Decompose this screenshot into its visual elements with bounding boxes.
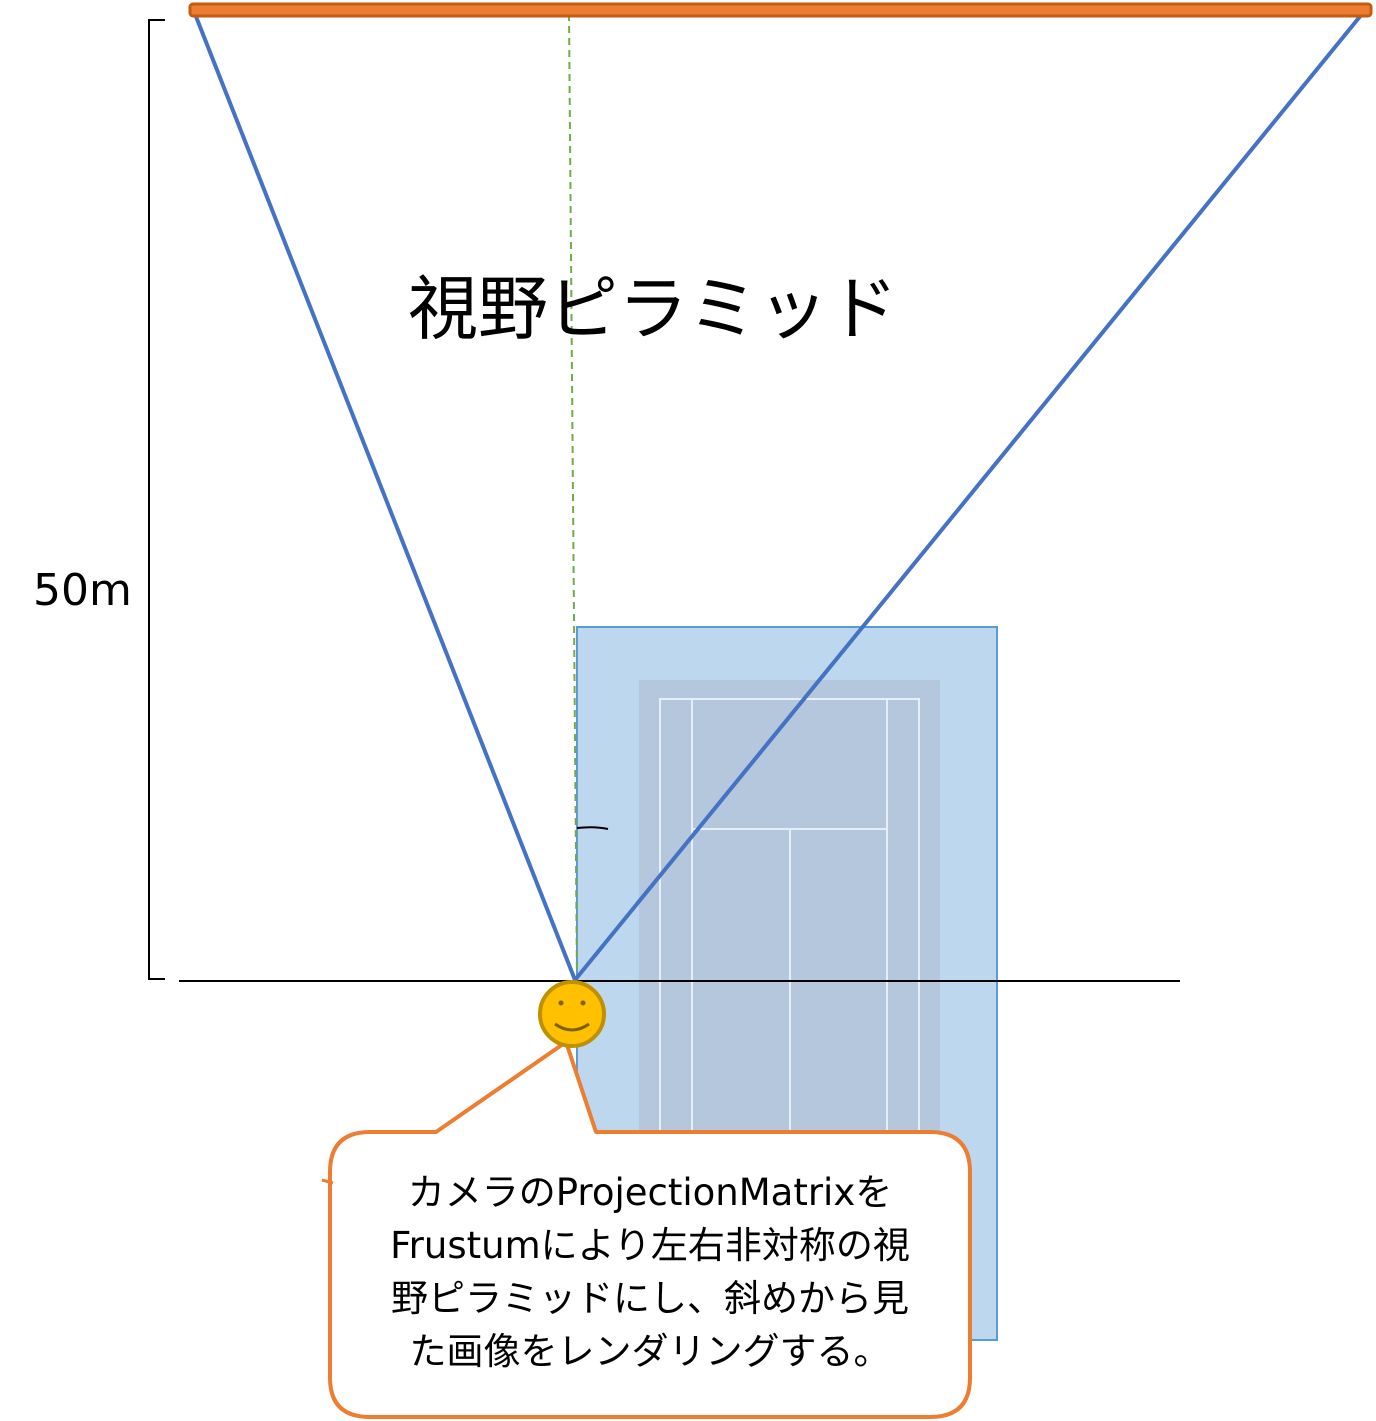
- callout-line: カメラのProjectionMatrixを: [407, 1171, 893, 1214]
- frustum-left-edge: [193, 13, 577, 981]
- callout-line: た画像をレンダリングする。: [409, 1330, 891, 1373]
- callout-line: Frustumにより左右非対称の視: [390, 1224, 910, 1267]
- screen-bar: [188, 2, 1373, 18]
- callout-text: カメラのProjectionMatrixを Frustumにより左右非対称の視 …: [345, 1166, 955, 1378]
- center-axis: [568, 13, 578, 981]
- callout-line: 野ピラミッドにし、斜めから見: [391, 1277, 909, 1320]
- distance-label: 50m: [33, 565, 132, 616]
- callout-tick: [321, 1178, 334, 1185]
- diagram-title: 視野ピラミッド: [408, 268, 898, 350]
- callout-bubble: [328, 1040, 972, 1419]
- frustum-right-edge: [573, 12, 1364, 982]
- angle-mark: [576, 826, 609, 830]
- distance-bracket: [148, 19, 165, 980]
- smiley-face-icon: [538, 980, 606, 1048]
